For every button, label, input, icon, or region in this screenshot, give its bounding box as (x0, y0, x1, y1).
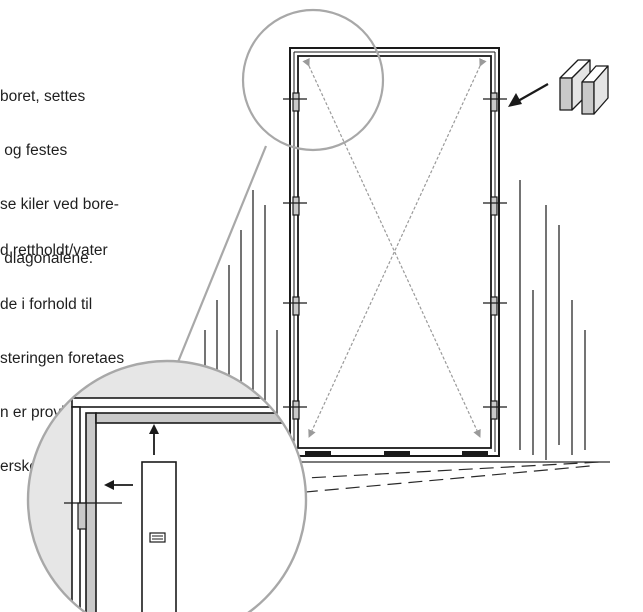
instruction-line: de i forhold til (0, 296, 93, 313)
diagonal-measure-lines (302, 57, 487, 438)
arrow-up-icon (149, 424, 159, 455)
zoom-callout-connector (176, 145, 268, 363)
detail-circle-outline (26, 359, 308, 612)
instruction-line: steringen foretaes (0, 350, 125, 367)
instruction-line: d rettholdt/vater (0, 242, 108, 259)
instruction-paragraph-fastening: boret, settes og festes se kiler ved bor… (0, 52, 119, 304)
arrow-left-icon (508, 83, 549, 107)
corner-detail-view (28, 361, 306, 612)
instruction-line: se kiler ved bore- (0, 196, 119, 213)
arrow-left-icon (104, 480, 133, 490)
wall-hatching-right (519, 180, 586, 460)
wedge-pair-icon (559, 59, 609, 115)
zoom-callout-circle (241, 8, 385, 152)
instruction-line: boret, settes (0, 88, 86, 105)
frame-wedges (283, 92, 507, 420)
instruction-line: og festes (0, 142, 68, 159)
door-frame (289, 47, 500, 457)
bubble-level-icon (149, 532, 166, 543)
floor (255, 461, 610, 497)
threshold-shims (305, 451, 488, 456)
instruction-line: diagonalene. (0, 250, 94, 267)
